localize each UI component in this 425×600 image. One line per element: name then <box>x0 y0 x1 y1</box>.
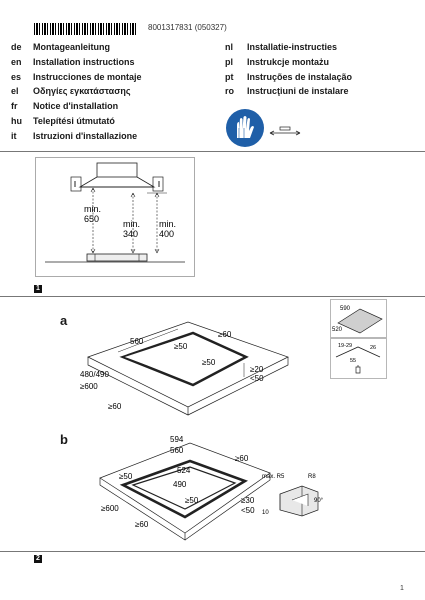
detail-angle: 90° <box>314 498 324 504</box>
divider <box>0 551 425 552</box>
inset-diagrams: 590 520 19-29 26 55 <box>330 299 387 379</box>
dim-50-mid-b: ≥50 <box>185 496 199 505</box>
dim-less-50: <50 <box>250 374 264 383</box>
dim-min-400: min.400 <box>159 219 176 239</box>
protective-gloves-icon <box>226 109 264 147</box>
dim-60-top-right: ≥60 <box>218 330 232 339</box>
variant-label-b: b <box>60 432 68 447</box>
detail-max-r5: max. R5 <box>262 474 285 480</box>
dim-60-bottom-left-b: ≥60 <box>135 520 149 529</box>
dim-50-top: ≥50 <box>174 342 188 351</box>
inset-depth: 520 <box>332 327 343 333</box>
dim-60-top-right-b: ≥60 <box>235 454 249 463</box>
dim-min-650: min.650 <box>84 204 101 224</box>
page-number: 1 <box>400 585 404 592</box>
dim-490: 490 <box>173 480 187 489</box>
detail-10: 10 <box>262 510 269 516</box>
figure-number: 1 <box>34 285 42 293</box>
dim-594: 594 <box>170 435 184 444</box>
dim-less-50-b: <50 <box>241 506 255 515</box>
divider <box>0 296 425 297</box>
dim-560-b: 560 <box>170 446 184 455</box>
double-arrow-icon <box>269 126 301 136</box>
inset-width: 590 <box>340 306 351 312</box>
dim-30: ≥30 <box>241 496 255 505</box>
dim-600: ≥600 <box>80 382 98 391</box>
dim-min-340: min.340 <box>123 219 140 239</box>
variant-label-a: a <box>60 313 68 328</box>
figure-2a-cutout-drawing: 560 ≥60 ≥50 ≥50 ≥20 <50 480/490 ≥600 ≥60 <box>80 321 289 416</box>
dim-20: ≥20 <box>250 365 264 374</box>
inset-dim-55: 55 <box>350 358 356 364</box>
dim-524: 524 <box>177 466 191 475</box>
divider <box>0 151 425 152</box>
inset-dim-19-29: 19-29 <box>338 343 352 349</box>
detail-r8: R8 <box>308 474 316 480</box>
dim-50-mid: ≥50 <box>202 358 216 367</box>
dim-50-left: ≥50 <box>119 472 133 481</box>
dim-480-490: 480/490 <box>80 370 109 379</box>
dim-600-b: ≥600 <box>101 504 119 513</box>
figure-2b-cutout-drawing: 594 560 524 490 ≥60 ≥50 ≥50 ≥30 <50 ≥600… <box>99 435 271 541</box>
document-number: 8001317831 (050327) <box>148 23 227 32</box>
figure-1-cabinet-drawing: min.650 min.340 min.400 <box>35 157 195 277</box>
inset-dim-26: 26 <box>370 345 376 351</box>
figure-number: 2 <box>34 555 42 563</box>
corner-detail-drawing: max. R5 R8 10 90° <box>262 474 324 517</box>
dim-60-bottom-left: ≥60 <box>108 402 122 411</box>
barcode <box>34 23 136 35</box>
dim-560: 560 <box>130 337 144 346</box>
